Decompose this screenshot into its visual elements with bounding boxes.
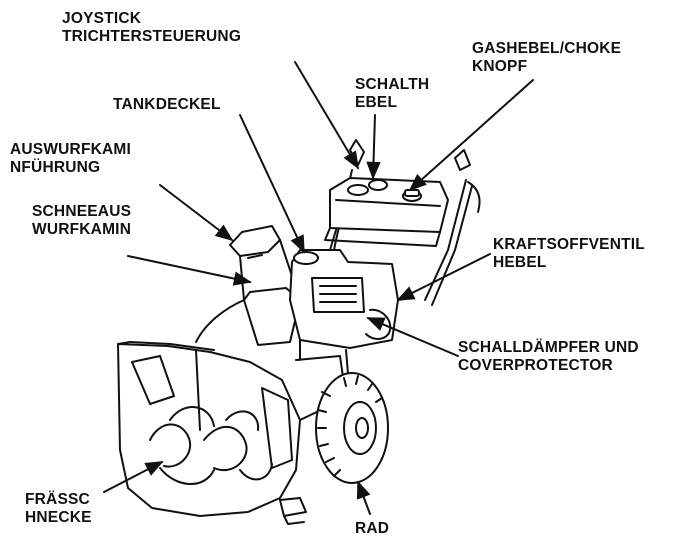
label-schalthebel: SCHALTH EBEL — [355, 76, 430, 111]
label-schalldaempfer: SCHALLDÄMPFER UND COVERPROTECTOR — [458, 339, 639, 374]
label-gashebel: GASHEBEL/CHOKE KNOPF — [472, 40, 622, 75]
leader-gashebel — [408, 79, 534, 192]
leader-joystick — [294, 61, 359, 170]
label-fraesschnecke: FRÄSSC HNECKE — [25, 491, 92, 526]
leader-auswurfkamin — [159, 184, 234, 242]
leader-schneeauswurf — [127, 255, 252, 286]
label-tankdeckel: TANKDECKEL — [113, 96, 221, 113]
leader-tankdeckel — [239, 114, 305, 254]
label-auswurfkamin: AUSWURFKAMI NFÜHRUNG — [10, 141, 132, 176]
engine-block — [289, 249, 411, 349]
label-rad: RAD — [355, 520, 390, 537]
auger-blades — [149, 406, 273, 485]
leader-lines — [103, 61, 534, 515]
control-panel — [324, 177, 449, 247]
leader-fraesschnecke — [103, 461, 164, 493]
handlebar-right — [424, 149, 481, 306]
label-kraftstoff: KRAFTSOFFVENTIL HEBEL — [493, 236, 645, 271]
label-schneeauswurf: SCHNEEAUS WURFKAMIN — [32, 203, 132, 238]
leader-rad — [356, 480, 371, 515]
leader-schalldaempfer — [366, 317, 459, 357]
skid-shoe — [279, 497, 307, 525]
label-joystick: JOYSTICK TRICHTERSTEUERUNG — [62, 10, 242, 45]
leader-kraftstoff — [396, 253, 491, 301]
discharge-chute — [229, 225, 301, 346]
auger-housing — [117, 299, 301, 517]
wheel — [315, 372, 389, 484]
leader-schalthebel — [366, 114, 381, 180]
